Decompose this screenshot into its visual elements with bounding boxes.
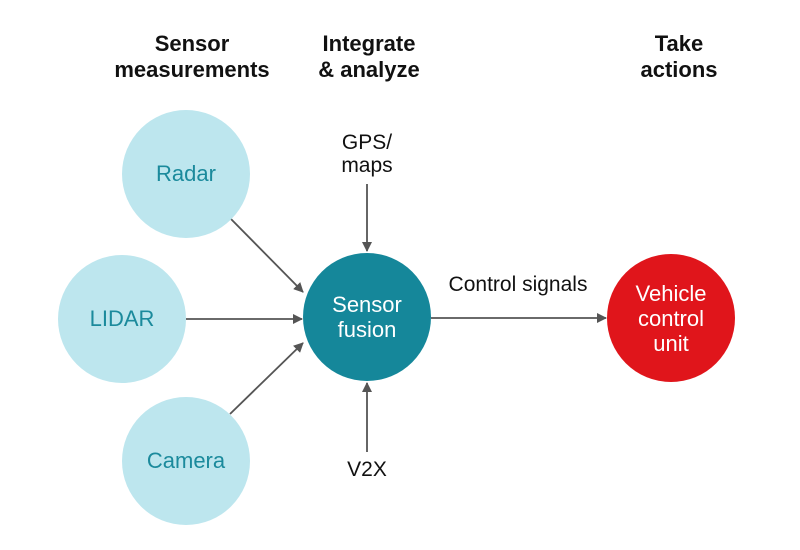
arrow-radar-to-fusion (229, 217, 304, 293)
node-camera: Camera (122, 397, 250, 525)
node-vcu-line-3: unit (653, 330, 689, 356)
heading-integrate-line-1: Integrate (322, 31, 416, 56)
heading-integrate-line-2: & analyze (318, 57, 420, 82)
heading-integrate-analyze: Integrate & analyze (269, 31, 469, 83)
node-vehicle-control-unit: Vehicle control unit (607, 254, 735, 382)
node-fusion-line-2: fusion (337, 317, 397, 342)
node-lidar: LIDAR (58, 255, 186, 383)
node-fusion-line-1: Sensor (332, 292, 402, 317)
heading-sensor-line-1: Sensor (154, 31, 230, 56)
label-gps-line-2: maps (341, 154, 393, 177)
label-gps-maps: GPS/ maps (317, 131, 417, 177)
heading-actions-line-1: Take (654, 31, 704, 56)
heading-sensor-line-2: measurements (114, 57, 270, 82)
node-vcu-line-2: control (637, 305, 705, 331)
heading-sensor-measurements: Sensor measurements (92, 31, 292, 83)
node-radar-label: Radar (156, 161, 216, 186)
node-lidar-label: LIDAR (89, 306, 155, 331)
label-gps-line-1: GPS/ (341, 131, 393, 154)
heading-actions-line-2: actions (640, 57, 718, 82)
node-sensor-fusion: Sensor fusion (303, 253, 431, 381)
label-control-signals: Control signals (448, 273, 588, 296)
heading-take-actions: Take actions (579, 31, 779, 83)
node-radar: Radar (122, 110, 250, 238)
arrow-camera-to-fusion (229, 342, 304, 415)
node-camera-label: Camera (146, 448, 226, 473)
label-v2x: V2X (347, 458, 387, 481)
node-vcu-line-1: Vehicle (635, 280, 707, 306)
